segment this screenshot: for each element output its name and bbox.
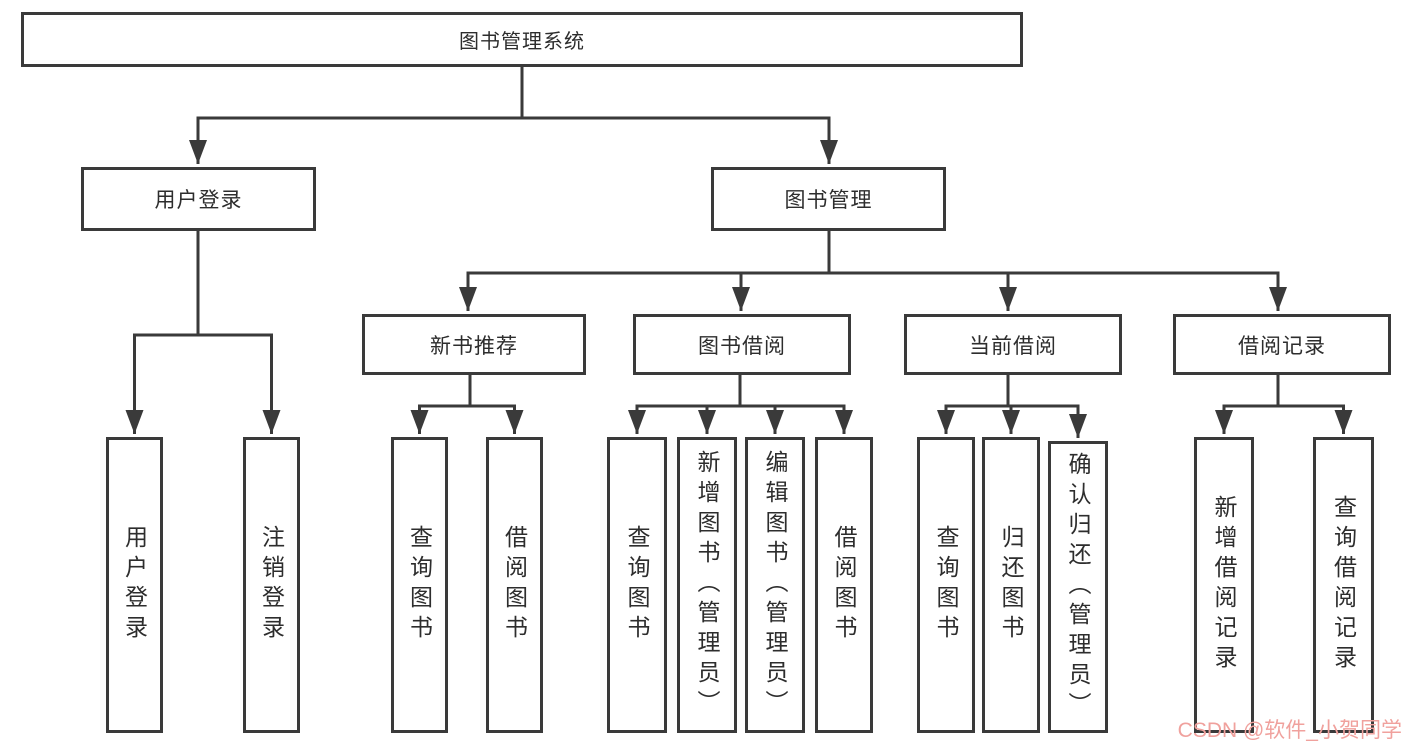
node-borrowing-records: 借阅记录 [1173, 314, 1391, 375]
leaf-nb-borrow-books: 借阅图书 [486, 437, 543, 733]
leaf-bb-query-books: 查询图书 [607, 437, 667, 733]
leaf-cb-confirm-return-admin: 确认归还（管理员） [1048, 441, 1108, 733]
leaf-br-query-record: 查询借阅记录 [1313, 437, 1374, 733]
leaf-bb-add-books-admin: 新增图书（管理员） [677, 437, 737, 733]
node-user-login: 用户登录 [81, 167, 316, 231]
node-book-management: 图书管理 [711, 167, 946, 231]
leaf-nb-query-books: 查询图书 [391, 437, 448, 733]
watermark: CSDN @软件_小贺同学 [1177, 719, 1402, 742]
leaf-br-add-record: 新增借阅记录 [1194, 437, 1254, 733]
leaf-cb-query-books: 查询图书 [917, 437, 975, 733]
leaf-bb-edit-books-admin: 编辑图书（管理员） [745, 437, 805, 733]
node-current-borrowing: 当前借阅 [904, 314, 1122, 375]
node-new-book-recommend: 新书推荐 [362, 314, 586, 375]
leaf-logout: 注销登录 [243, 437, 300, 733]
leaf-user-login: 用户登录 [106, 437, 163, 733]
node-book-borrowing: 图书借阅 [633, 314, 851, 375]
leaf-cb-return-books: 归还图书 [982, 437, 1040, 733]
node-root: 图书管理系统 [21, 12, 1023, 67]
leaf-bb-borrow-books: 借阅图书 [815, 437, 873, 733]
